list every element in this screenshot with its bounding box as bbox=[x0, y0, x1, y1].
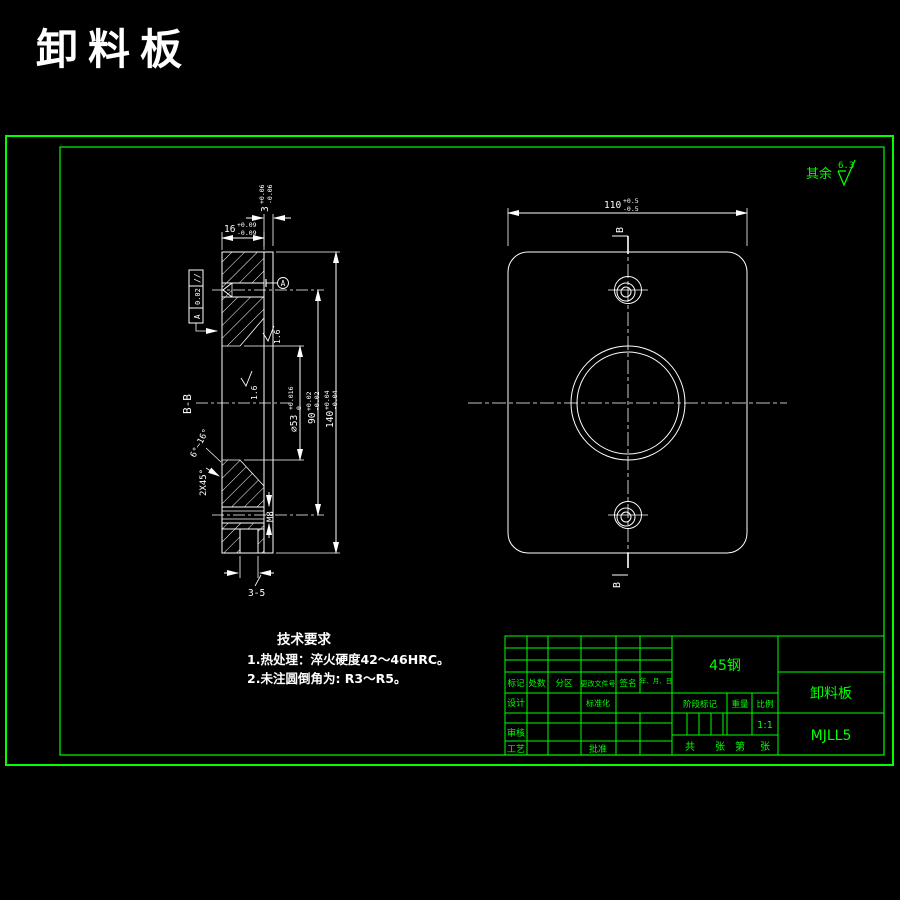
svg-text:-0.04: -0.04 bbox=[331, 390, 339, 410]
outer-frame bbox=[5, 135, 894, 766]
chamfer-note: 2X45° bbox=[199, 467, 220, 496]
datum-symbol: A bbox=[265, 277, 289, 289]
dim-inner: 90 +0.02 -0.02 bbox=[305, 289, 321, 516]
svg-text:2X45°: 2X45° bbox=[199, 469, 209, 496]
bore-circle-inner bbox=[576, 351, 680, 455]
screw-hole-top bbox=[608, 276, 648, 304]
svg-text:+0.02: +0.02 bbox=[305, 391, 313, 411]
roughness-check-icon bbox=[240, 370, 253, 387]
svg-text:3: 3 bbox=[260, 206, 271, 212]
svg-text:B: B bbox=[615, 227, 626, 233]
svg-text:3-5: 3-5 bbox=[248, 588, 265, 599]
surface-note-value: 6.3 bbox=[838, 161, 854, 171]
svg-text:-0.02: -0.02 bbox=[313, 391, 321, 411]
svg-text:-0.5: -0.5 bbox=[623, 205, 639, 213]
roughness-check-icon bbox=[262, 325, 275, 342]
tb-weight: 重量 bbox=[731, 699, 749, 710]
svg-text:B: B bbox=[612, 582, 623, 588]
svg-text:1.6: 1.6 bbox=[273, 329, 282, 344]
section-view bbox=[196, 251, 324, 554]
tb-drawing-no: MJLL5 bbox=[811, 728, 852, 744]
thread-note: M8 bbox=[266, 492, 276, 538]
tolerance-frame: // 0.02 A bbox=[188, 269, 218, 334]
tb-header-count: 处数 bbox=[528, 678, 546, 689]
tb-sheet-zhang2: 张 bbox=[760, 741, 770, 753]
dim-height: 140 +0.04 -0.04 bbox=[276, 251, 340, 554]
section-screw-hole bbox=[212, 282, 324, 298]
bore-circle-outer bbox=[570, 345, 686, 461]
tb-row-design: 设计 bbox=[507, 697, 525, 709]
svg-text:∅53: ∅53 bbox=[289, 415, 300, 432]
tb-part-name: 卸料板 bbox=[810, 686, 852, 702]
section-mark-top: B bbox=[612, 227, 629, 254]
section-mark-bottom: B bbox=[612, 553, 629, 588]
screw-hole-bottom bbox=[608, 501, 648, 529]
svg-text:+0.5: +0.5 bbox=[623, 197, 639, 205]
tb-stage: 阶段标记 bbox=[683, 699, 718, 710]
svg-text:90: 90 bbox=[307, 412, 318, 424]
svg-text:0: 0 bbox=[295, 406, 303, 410]
dim-step: 3 +0.06 -0.06 bbox=[246, 184, 291, 246]
tb-header-doc-no: 更改文件号 bbox=[581, 679, 616, 688]
technical-requirements: 技术要求 1.热处理：淬火硬度42～46HRC。 2.未注圆倒角为: R3～R5… bbox=[247, 631, 450, 686]
surface-roughness-note: 其余 6.3 bbox=[806, 159, 856, 187]
svg-text:+0.09: +0.09 bbox=[237, 221, 257, 229]
tb-header-zone: 分区 bbox=[555, 679, 573, 689]
dim-width: 110 +0.5 -0.5 bbox=[507, 197, 748, 246]
tb-sheet-page: 第 bbox=[735, 740, 745, 753]
roughness-check-icon bbox=[837, 159, 856, 187]
section-bottom-slot bbox=[239, 528, 259, 553]
roughness-mark-1: 1.6 bbox=[262, 325, 282, 344]
svg-text:110: 110 bbox=[604, 200, 621, 211]
tb-row-process: 工艺 bbox=[507, 744, 525, 755]
svg-text://: // bbox=[193, 273, 202, 283]
inner-frame bbox=[59, 146, 885, 756]
tb-scale-label: 比例 bbox=[756, 699, 773, 710]
section-label: B-B bbox=[181, 394, 194, 414]
svg-text:-0.06: -0.06 bbox=[266, 184, 274, 204]
tb-row-check: 审核 bbox=[507, 727, 525, 739]
roughness-mark-2: 1.6 bbox=[240, 370, 259, 400]
tech-req-line1: 1.热处理：淬火硬度42～46HRC。 bbox=[247, 652, 450, 667]
svg-text:+0.016: +0.016 bbox=[287, 386, 295, 410]
svg-text:1.6: 1.6 bbox=[250, 385, 259, 400]
tb-row-standardize: 标准化 bbox=[586, 698, 610, 708]
tb-material: 45钢 bbox=[709, 658, 741, 674]
svg-text:A: A bbox=[193, 314, 202, 319]
tb-header-date: 年、月、日 bbox=[640, 676, 673, 685]
svg-text:16: 16 bbox=[224, 224, 236, 235]
tb-sheet-total: 共 bbox=[685, 741, 695, 753]
tb-header-mark: 标记 bbox=[507, 678, 525, 689]
tb-sheet-zhang1: 张 bbox=[715, 741, 725, 753]
tb-header-sign: 签名 bbox=[619, 678, 636, 689]
svg-text:+0.06: +0.06 bbox=[258, 184, 266, 204]
svg-text:140: 140 bbox=[325, 411, 336, 428]
svg-text:+0.04: +0.04 bbox=[323, 390, 331, 410]
section-m8-hole bbox=[212, 506, 324, 524]
tb-scale-value: 1:1 bbox=[757, 720, 773, 731]
title-block-grid bbox=[504, 635, 885, 756]
dim-slot: 3-5 bbox=[224, 556, 274, 599]
surface-note-label: 其余 bbox=[806, 166, 832, 182]
svg-text:M8: M8 bbox=[266, 511, 276, 522]
svg-text:A: A bbox=[281, 279, 286, 288]
svg-text:-0.09: -0.09 bbox=[237, 229, 257, 237]
svg-text:0.02: 0.02 bbox=[194, 288, 202, 305]
dim-bore: ∅53 +0.016 0 bbox=[244, 345, 304, 461]
tech-req-line2: 2.未注圆倒角为: R3～R5。 bbox=[247, 671, 406, 686]
title-block-text: 标记 处数 分区 更改文件号 签名 年、月、日 设计 标准化 审核 工艺 批准 … bbox=[507, 658, 852, 755]
tb-row-approve: 批准 bbox=[589, 743, 607, 755]
page-title: 卸料板 bbox=[36, 25, 192, 74]
tech-req-title: 技术要求 bbox=[277, 631, 331, 648]
